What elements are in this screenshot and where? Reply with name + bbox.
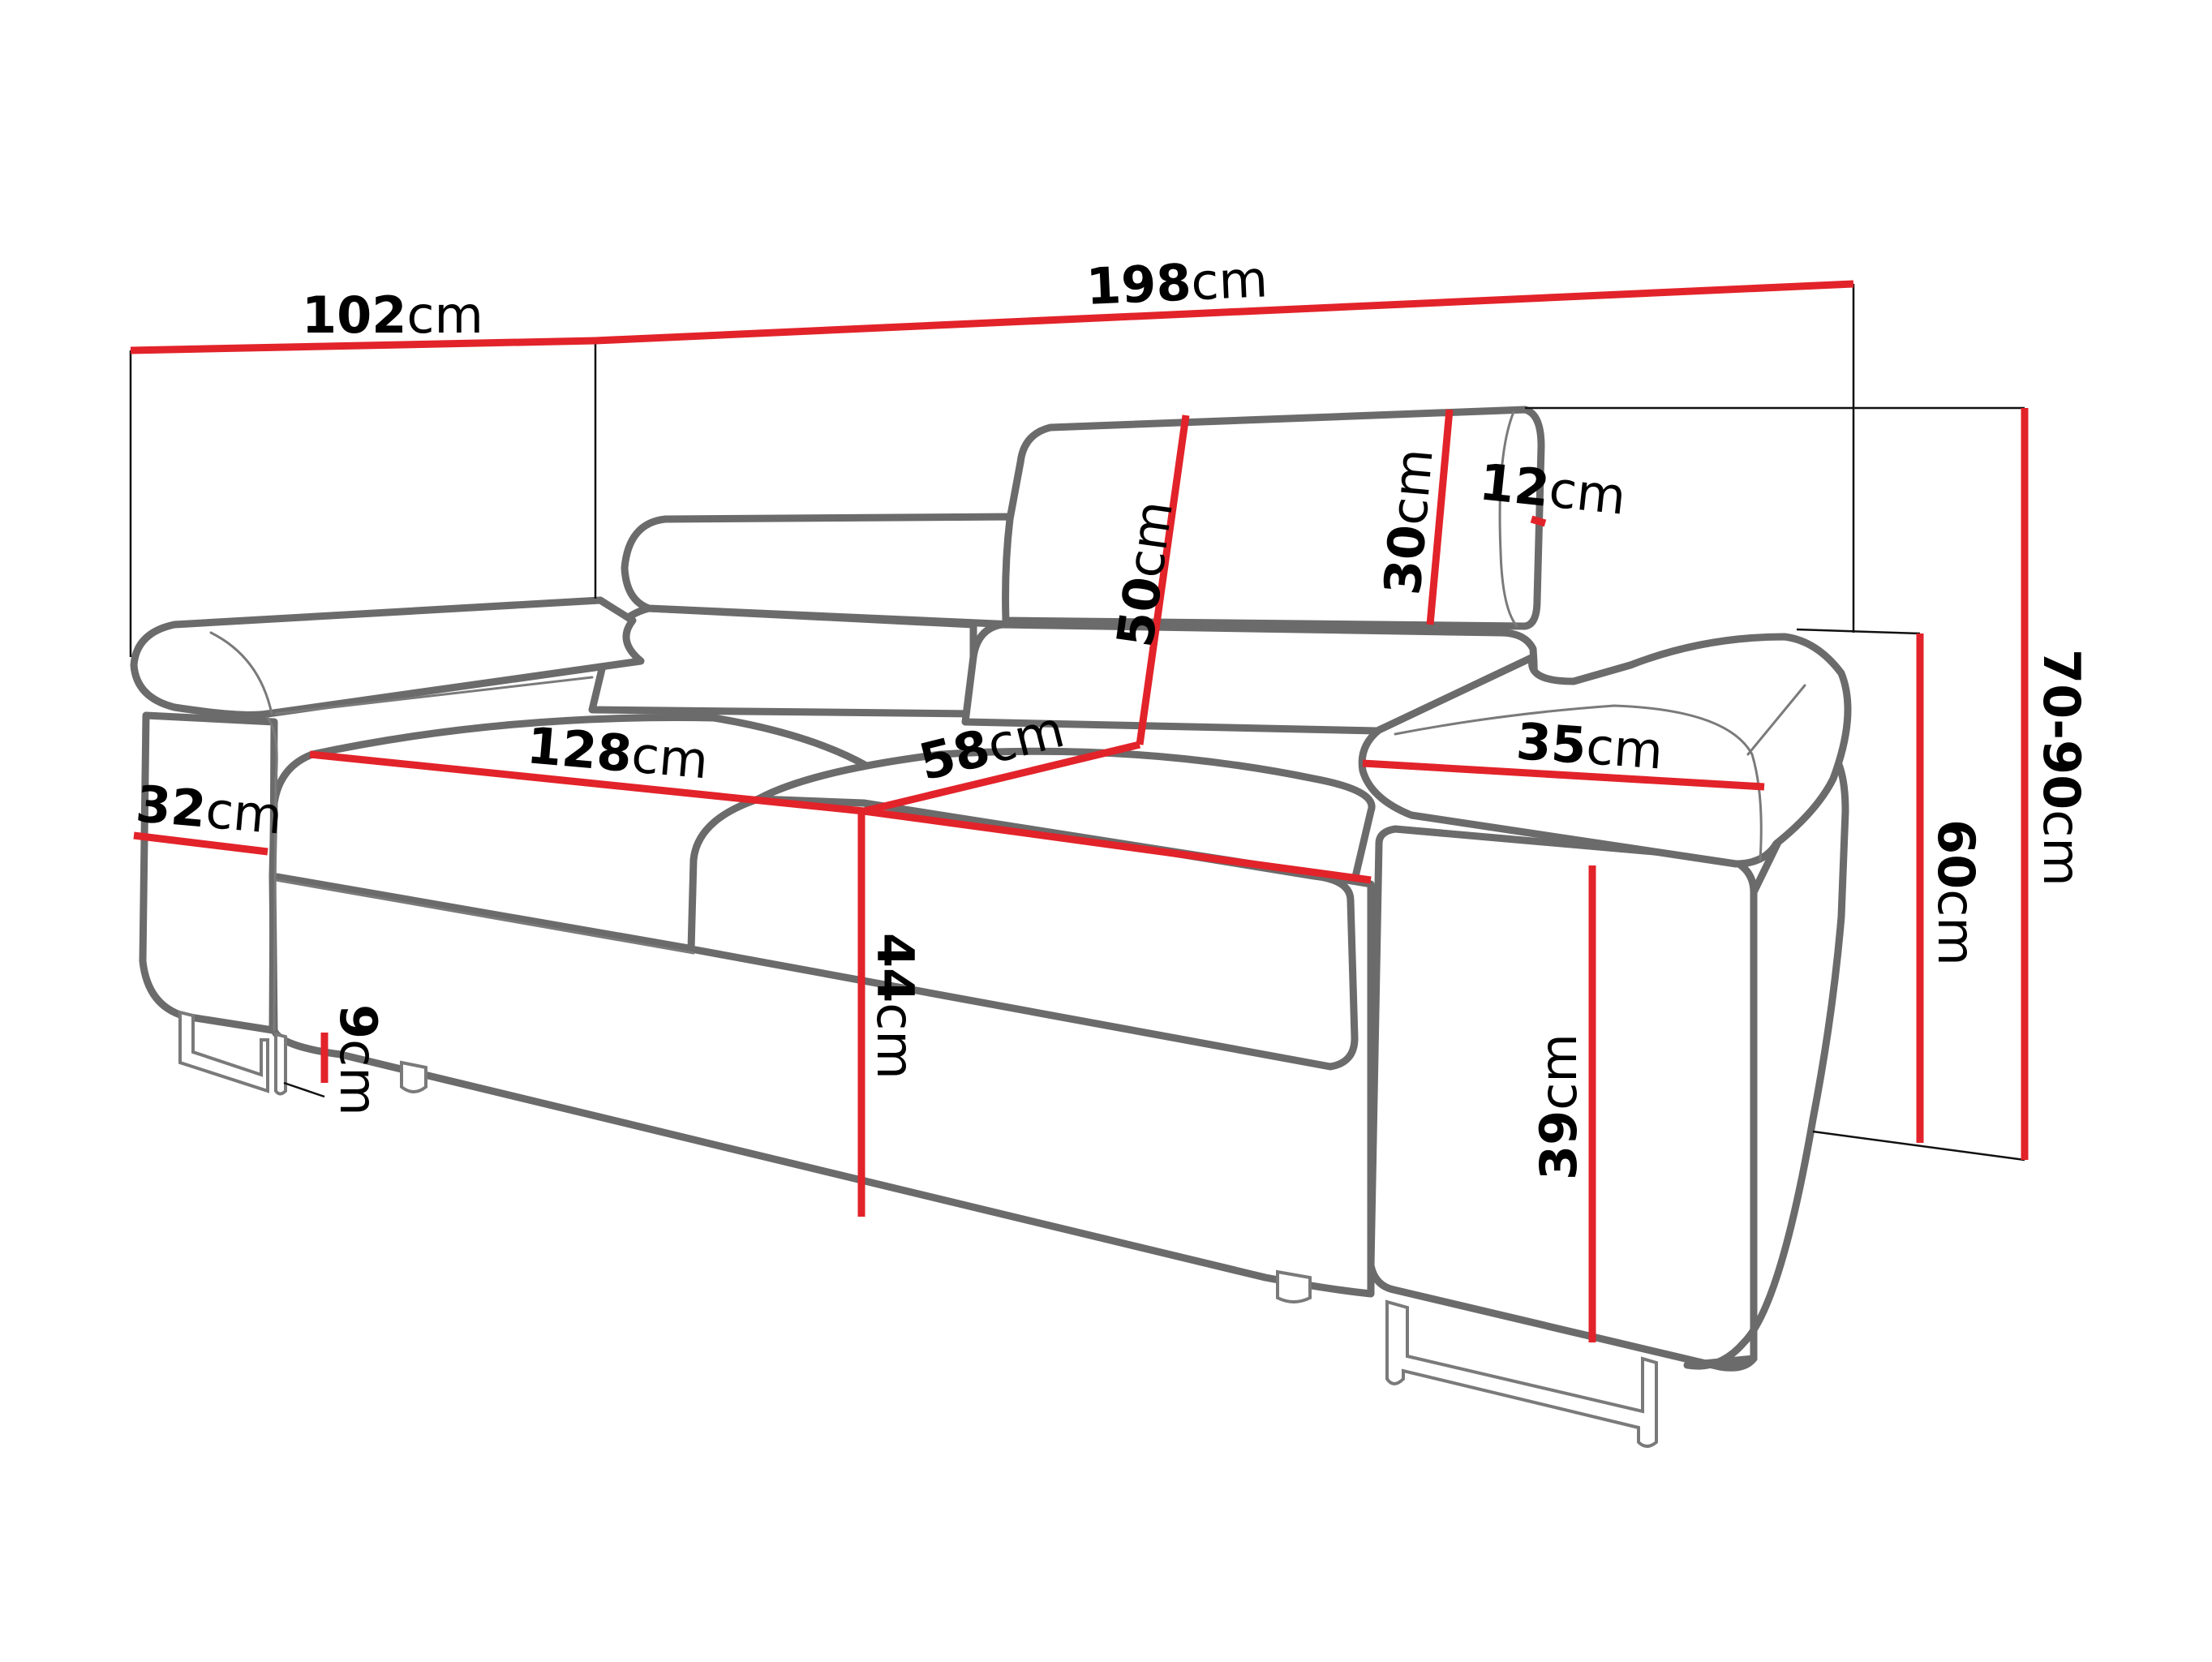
label-39: 39cm (1529, 1033, 1588, 1180)
dimension-labels: 102cm 198cm 50cm 30cm 12cm 128cm 58cm 35… (134, 249, 2091, 1180)
center-foot-left (400, 1060, 427, 1093)
label-128: 128cm (525, 715, 711, 790)
label-12: 12cm (1476, 452, 1628, 526)
right-armrest-top (1358, 633, 1852, 868)
dim-line-30 (1426, 409, 1454, 625)
reference-lines (129, 284, 2025, 1162)
left-headrest (621, 513, 1018, 629)
label-35: 35cm (1514, 711, 1664, 780)
dim-line-35 (1362, 759, 1765, 791)
right-armrest-top-detail (1394, 684, 1806, 861)
left-armrest-top (130, 596, 645, 719)
dim-line-32 (133, 831, 268, 856)
label-44: 44cm (865, 933, 925, 1080)
ref-arm-height (1796, 628, 1921, 635)
dim-line-12 (1530, 515, 1547, 527)
right-headrest-side-edge (1498, 410, 1518, 628)
label-198: 198cm (1085, 249, 1269, 316)
label-32: 32cm (134, 774, 285, 845)
sofa-drawing (130, 406, 1852, 1448)
left-leg (178, 1010, 269, 1093)
left-leg-foot (274, 1032, 287, 1096)
dim-line-198 (595, 280, 1854, 345)
left-armrest-body (139, 711, 278, 1034)
left-armrest-top-detail (209, 631, 594, 715)
dim-line-58 (862, 741, 1141, 815)
label-102: 102cm (302, 286, 483, 345)
dim-line-50 (1136, 414, 1190, 745)
label-50: 50cm (1106, 497, 1184, 651)
center-foot-right (1276, 1269, 1312, 1303)
front-panel-seam (274, 878, 695, 955)
right-leg (1385, 1299, 1658, 1448)
left-back-cushion (588, 604, 977, 718)
label-9: 9cm (329, 1004, 388, 1116)
dim-line-seat-front (863, 807, 1372, 884)
dimension-lines (130, 280, 2029, 1342)
label-70-90: 70-90cm (2032, 649, 2091, 887)
ref-floor (1812, 1130, 2025, 1162)
dim-line-102 (130, 337, 596, 354)
right-seat-cushion (687, 795, 1359, 1071)
dim-line-128 (309, 750, 865, 815)
label-60: 60cm (1926, 819, 1986, 966)
right-headrest (1002, 406, 1545, 630)
right-armrest-side (1683, 742, 1849, 1370)
label-30: 30cm (1372, 446, 1444, 597)
ref-leg-floor (283, 1081, 325, 1098)
left-armrest-inner-edge (266, 716, 278, 1032)
